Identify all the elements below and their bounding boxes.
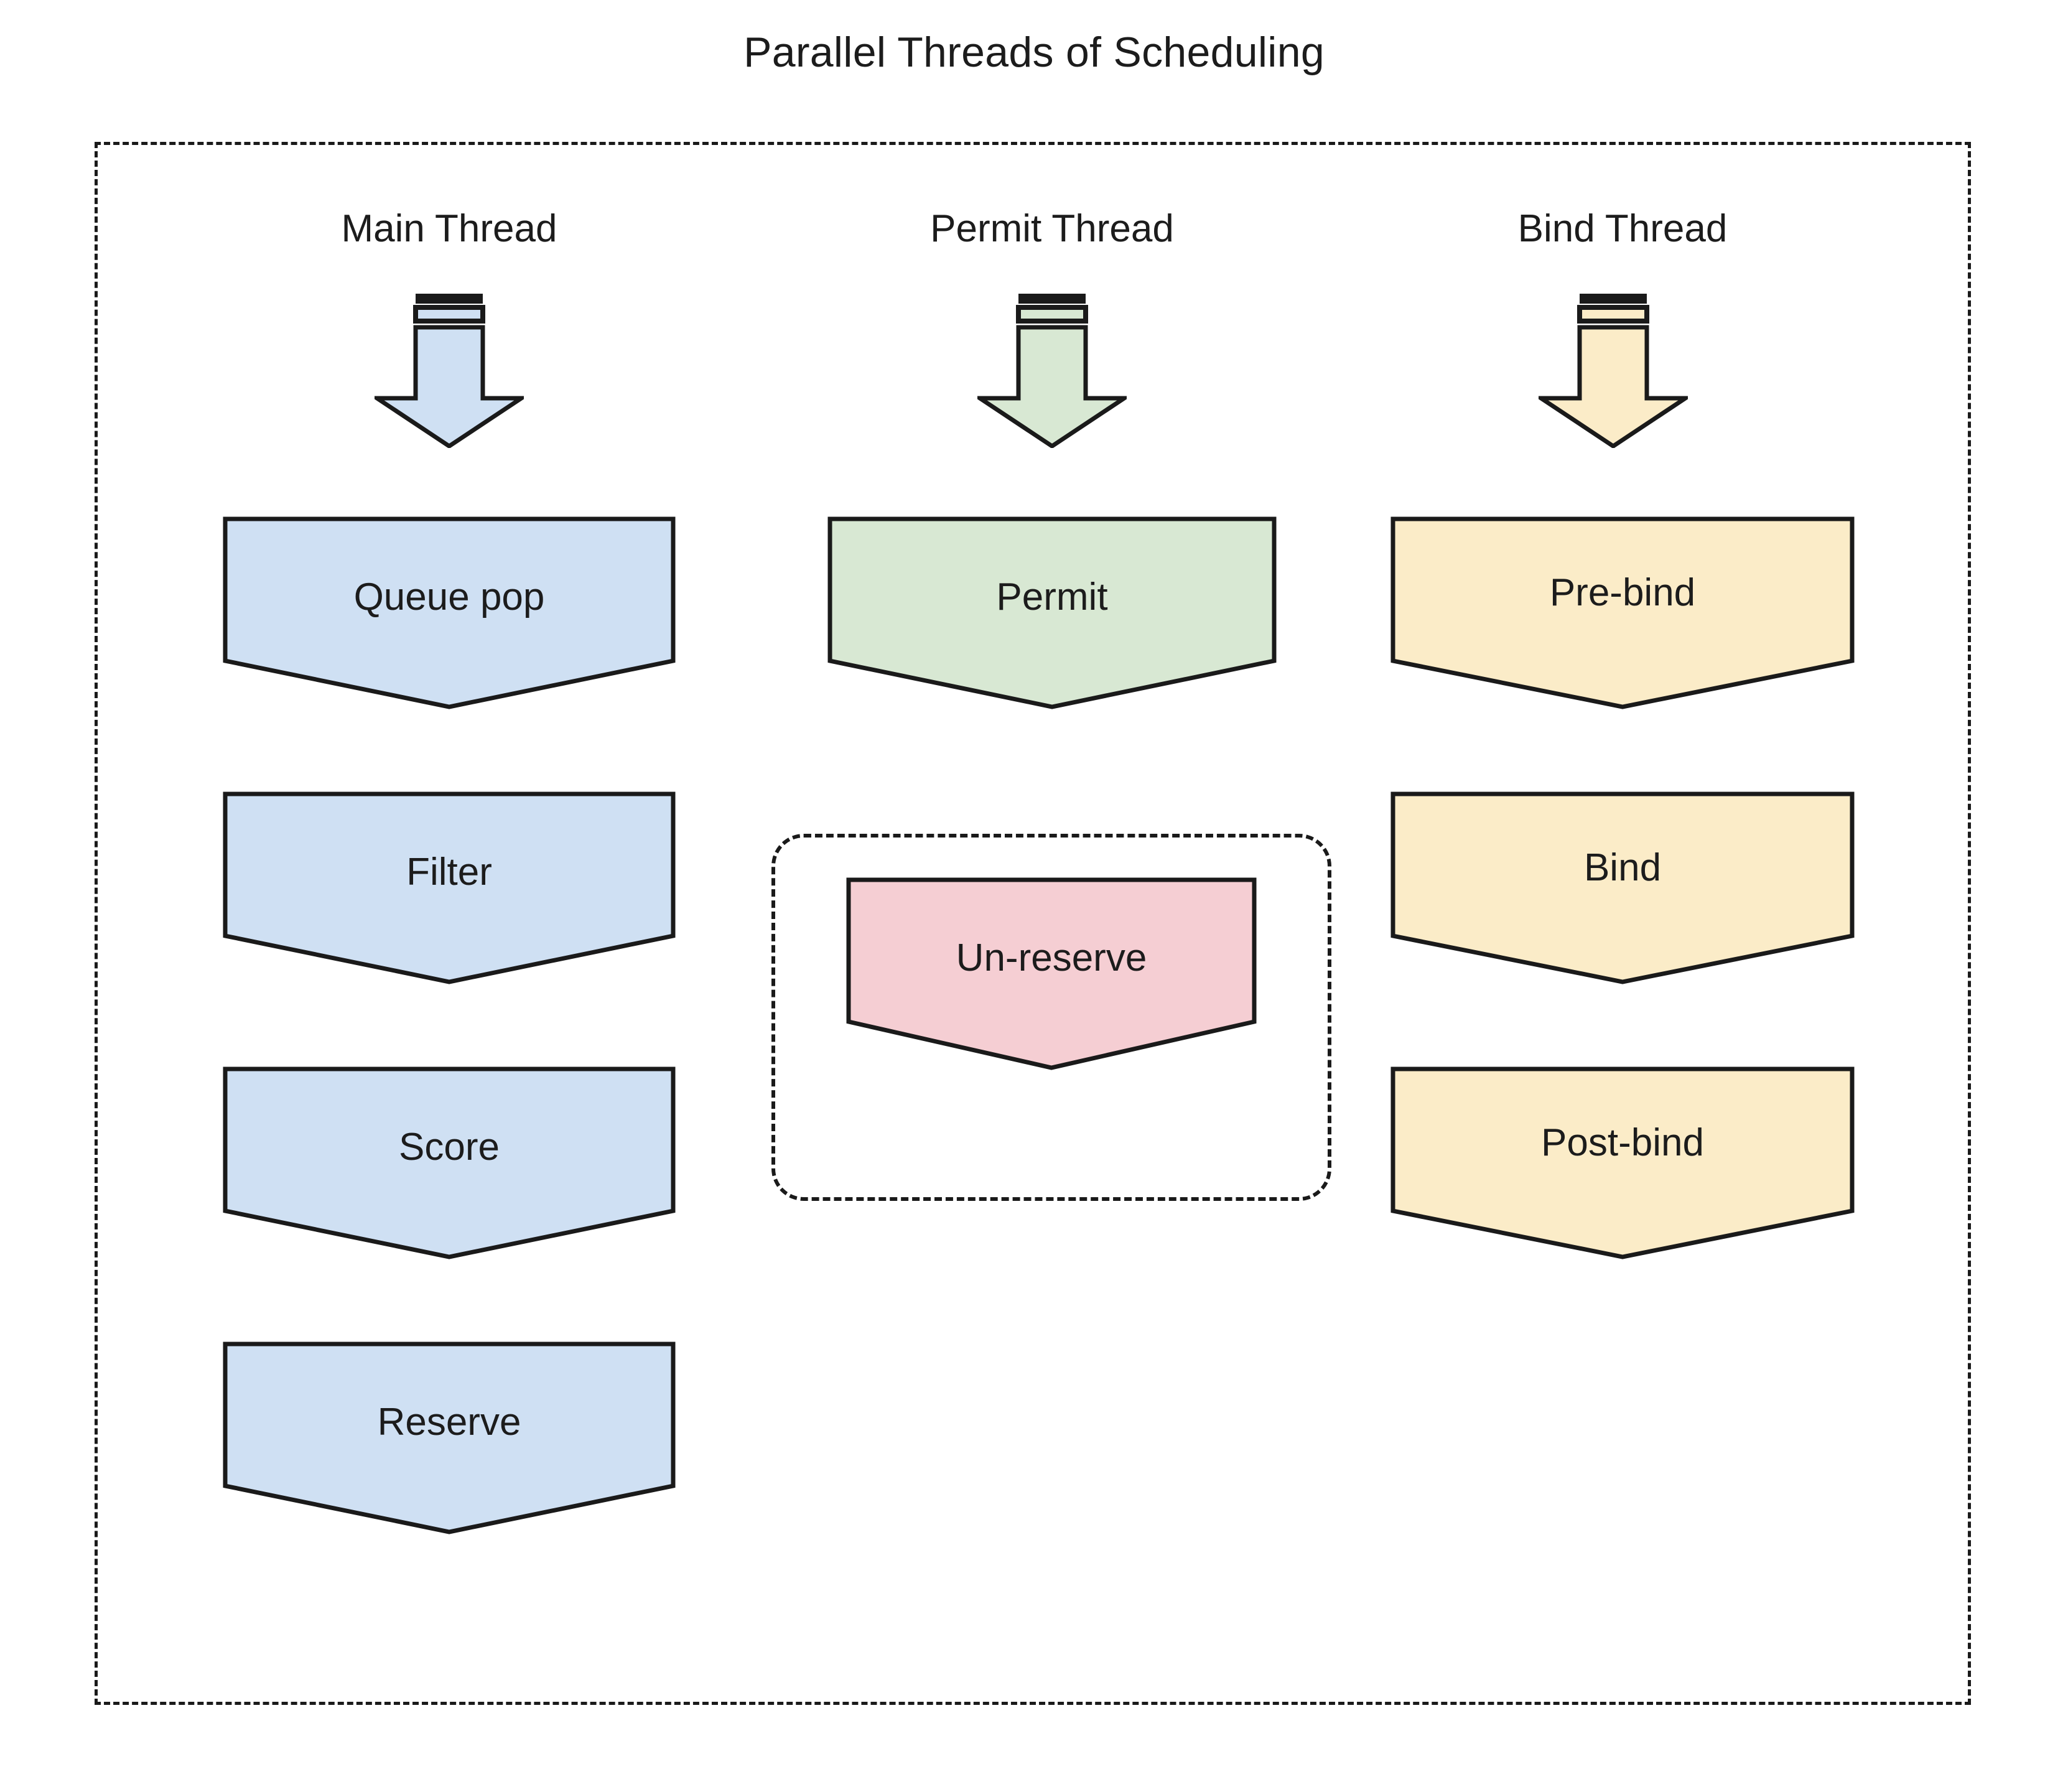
thread-column-bind: Bind Thread Pre-bind Bind <box>1390 205 1855 1388</box>
thread-label-permit: Permit Thread <box>930 207 1174 250</box>
un-reserve-group-box <box>771 834 1331 1201</box>
step-post-bind[interactable]: Post-bind <box>1390 1066 1855 1259</box>
thread-column-main: Main Thread Queue pop Filter <box>223 205 676 1655</box>
parallel-threads-container <box>95 142 1971 1705</box>
thread-label-main: Main Thread <box>341 207 557 250</box>
down-arrow-icon <box>375 292 524 448</box>
step-filter[interactable]: Filter <box>223 791 676 984</box>
step-pre-bind[interactable]: Pre-bind <box>1390 516 1855 709</box>
step-queue-pop[interactable]: Queue pop <box>223 516 676 709</box>
thread-label-bind: Bind Thread <box>1517 207 1728 250</box>
down-arrow-icon <box>977 292 1127 448</box>
step-bind[interactable]: Bind <box>1390 791 1855 984</box>
step-reserve[interactable]: Reserve <box>223 1342 676 1534</box>
page-title: Parallel Threads of Scheduling <box>743 29 1325 76</box>
down-arrow-icon <box>1539 292 1688 448</box>
thread-column-permit: Permit Thread Permit Un-reserve <box>771 205 1331 1263</box>
step-un-reserve[interactable]: Un-reserve <box>846 877 1257 1070</box>
step-permit[interactable]: Permit <box>827 516 1277 709</box>
step-score[interactable]: Score <box>223 1066 676 1259</box>
